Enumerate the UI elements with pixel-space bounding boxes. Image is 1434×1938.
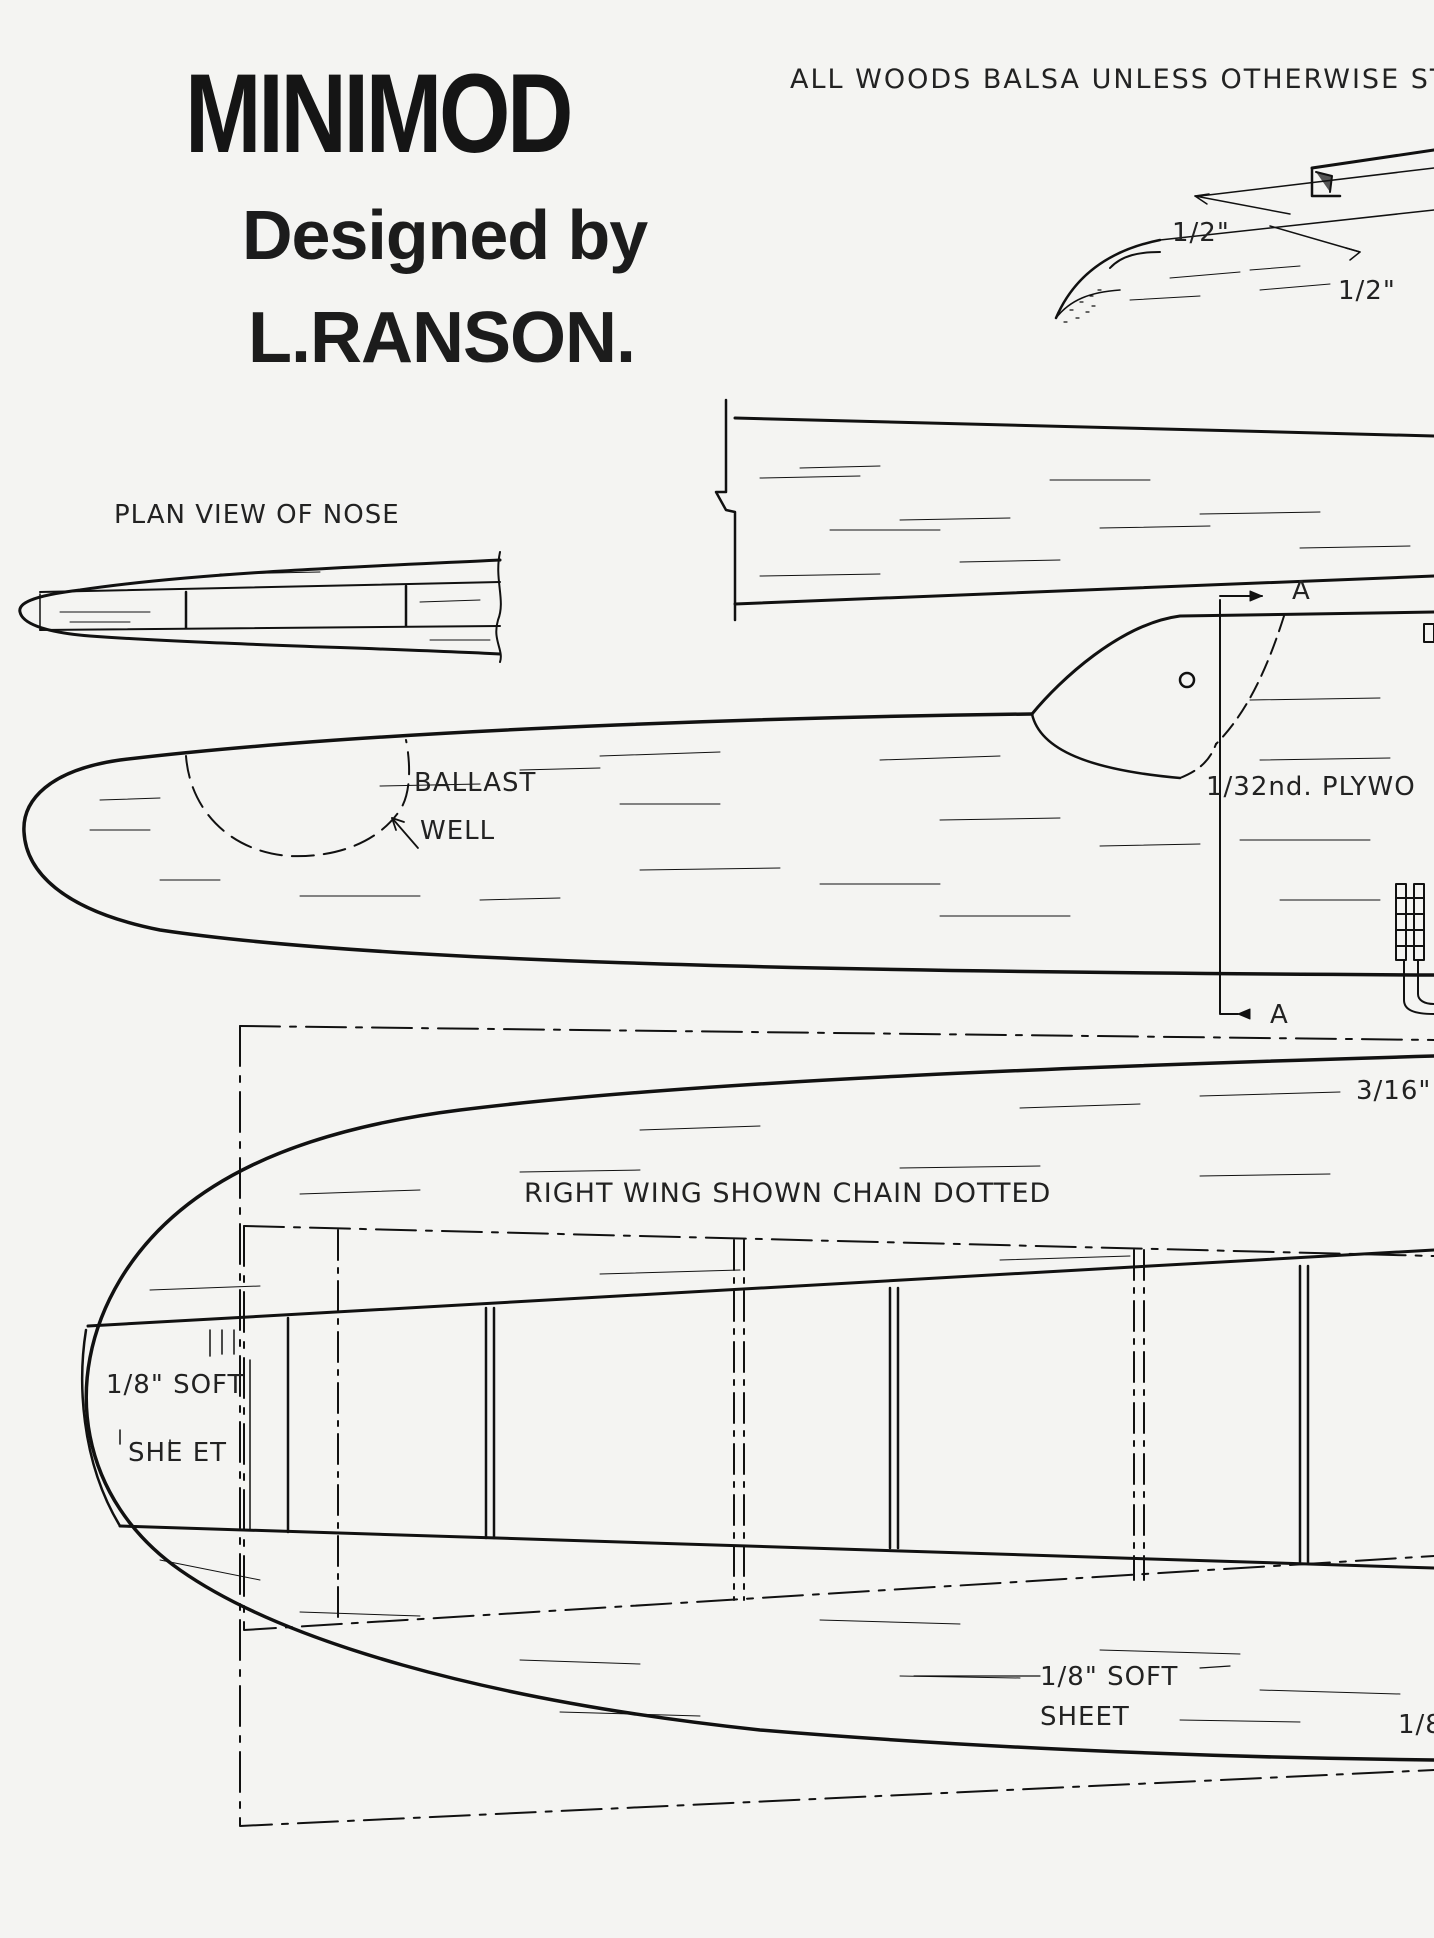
section-a-top: A [1292,576,1311,606]
dimension-three-sixteenths: 3/16" [1356,1076,1432,1106]
dimension-half-inch-2: 1/2" [1338,276,1396,306]
right-wing-note: RIGHT WING SHOWN CHAIN DOTTED [524,1178,1052,1209]
designed-by-label: Designed by [242,196,648,274]
plywood-label: 1/32nd. PLYWO [1206,772,1416,802]
cut-off-dimension: 1/8 [1398,1710,1434,1740]
plan-view-nose [18,551,502,663]
section-a-bottom: A [1270,1000,1289,1030]
designer-name: L.RANSON. [248,298,636,378]
soft-sheet-bottom-line1: 1/8" SOFT [1040,1662,1179,1692]
tip-detail [1054,148,1434,323]
dimension-half-inch-1: 1/2" [1172,218,1230,248]
soft-sheet-bottom-line2: SHEET [1040,1702,1130,1732]
well-label: WELL [420,816,496,846]
ballast-label: BALLAST [414,768,537,798]
soft-sheet-left-line2: SHE ET [128,1438,228,1468]
plan-view-label: PLAN VIEW OF NOSE [114,500,400,530]
materials-note: ALL WOODS BALSA UNLESS OTHERWISE ST [790,64,1434,95]
fuselage-side-upper [714,398,1434,622]
wing-plan [81,1025,1434,1827]
fuselage-side-view [22,590,1434,1020]
plan-title: MINIMOD [185,51,573,176]
soft-sheet-left-line1: 1/8" SOFT [106,1370,245,1400]
